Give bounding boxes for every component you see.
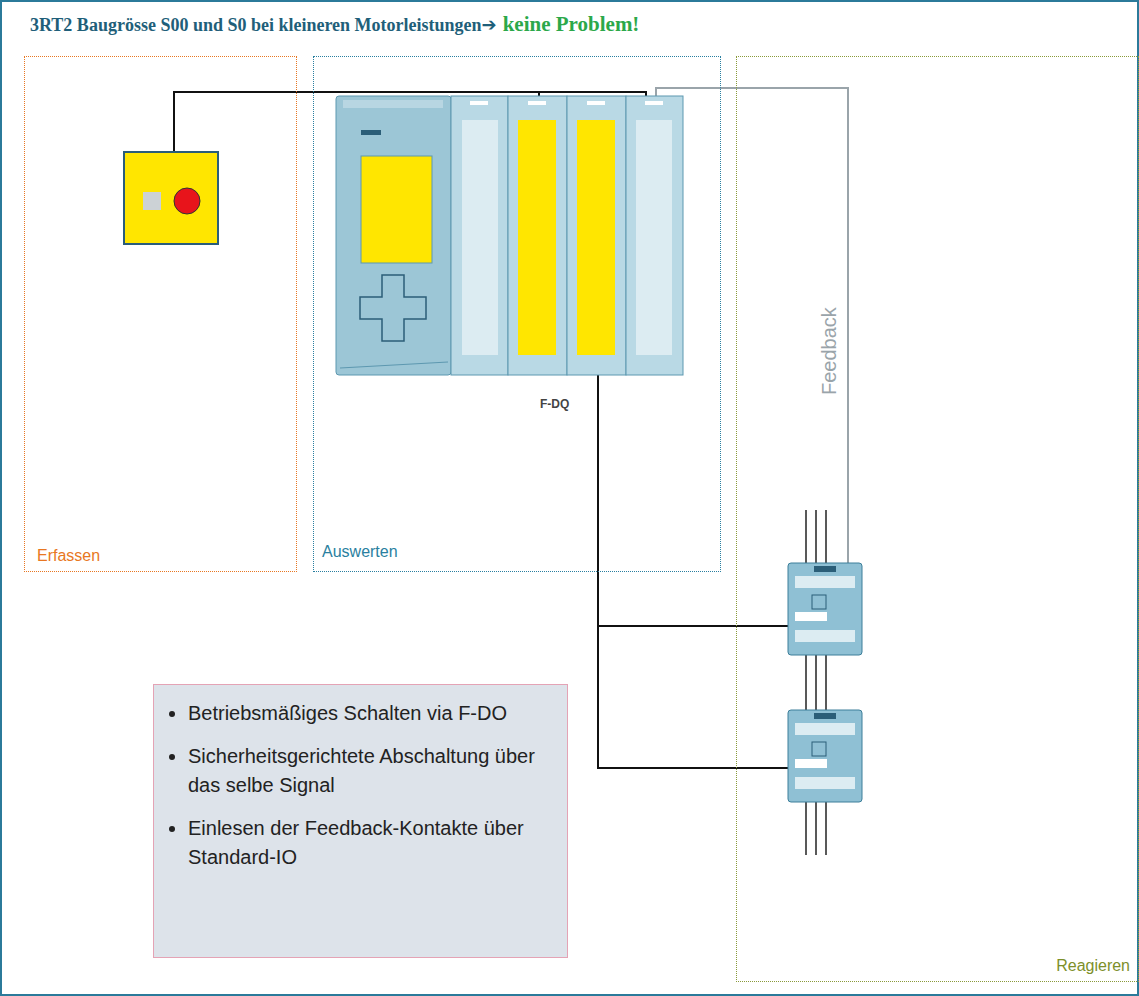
bullet-item: Betriebsmäßiges Schalten via F-DO: [188, 699, 553, 728]
region-label: Auswerten: [322, 543, 398, 561]
title-row: 3RT2 Baugrösse S00 und S0 bei kleineren …: [30, 12, 639, 37]
region-box: Auswerten: [313, 56, 721, 572]
bullet-item: Einlesen der Feedback-Kontakte über Stan…: [188, 814, 553, 872]
region-label: Reagieren: [1056, 957, 1130, 975]
region-label: Erfassen: [37, 547, 100, 565]
region-box: Reagieren: [736, 56, 1139, 982]
verdict-text: keine Problem!: [503, 12, 640, 37]
region-box: Erfassen: [24, 56, 297, 572]
bullet-list: Betriebsmäßiges Schalten via F-DO Sicherh…: [154, 685, 567, 896]
signal-label: Feedback: [818, 307, 841, 395]
diagram-title: 3RT2 Baugrösse S00 und S0 bei kleineren …: [30, 15, 482, 36]
bullet-item: Sicherheitsgerichtete Abschaltung über d…: [188, 742, 553, 800]
note-box: Betriebsmäßiges Schalten via F-DO Sicherh…: [153, 684, 568, 958]
module-label: F-DQ: [540, 397, 569, 411]
arrow-symbol: ➔: [482, 14, 497, 35]
